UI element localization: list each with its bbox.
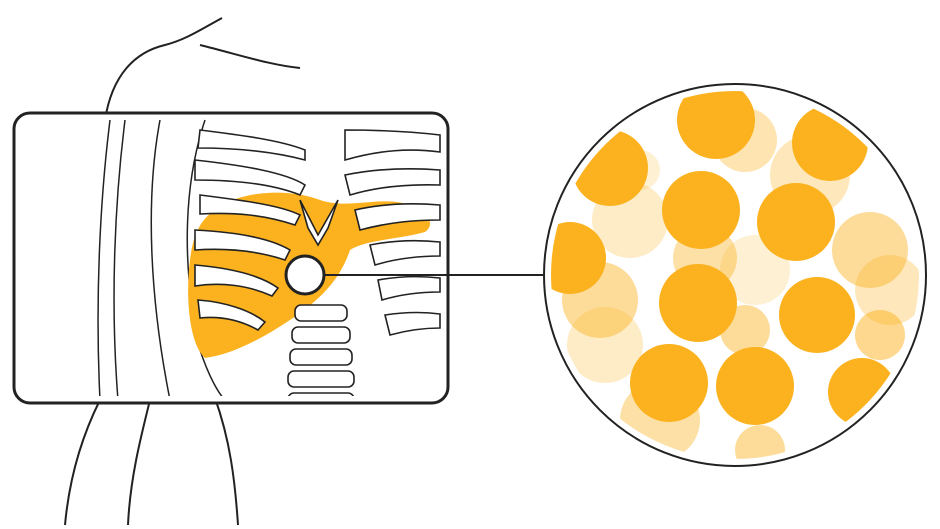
fat-droplet [659, 264, 737, 342]
ribcage [194, 129, 441, 336]
fat-droplet [662, 171, 740, 249]
fat-droplet [630, 344, 708, 422]
fat-droplet-faded [567, 307, 643, 383]
fat-droplet-faded [735, 425, 785, 459]
fat-droplet-faded [855, 255, 919, 325]
zoom-spot [284, 254, 326, 296]
fat-droplet-faded [855, 310, 905, 360]
fat-droplet [779, 277, 855, 353]
fat-droplet [757, 183, 835, 261]
fat-droplet [716, 347, 794, 425]
body-outline [64, 17, 301, 526]
fat-droplet-faded [832, 212, 908, 288]
spine [287, 304, 355, 396]
fat-droplet [677, 91, 755, 159]
